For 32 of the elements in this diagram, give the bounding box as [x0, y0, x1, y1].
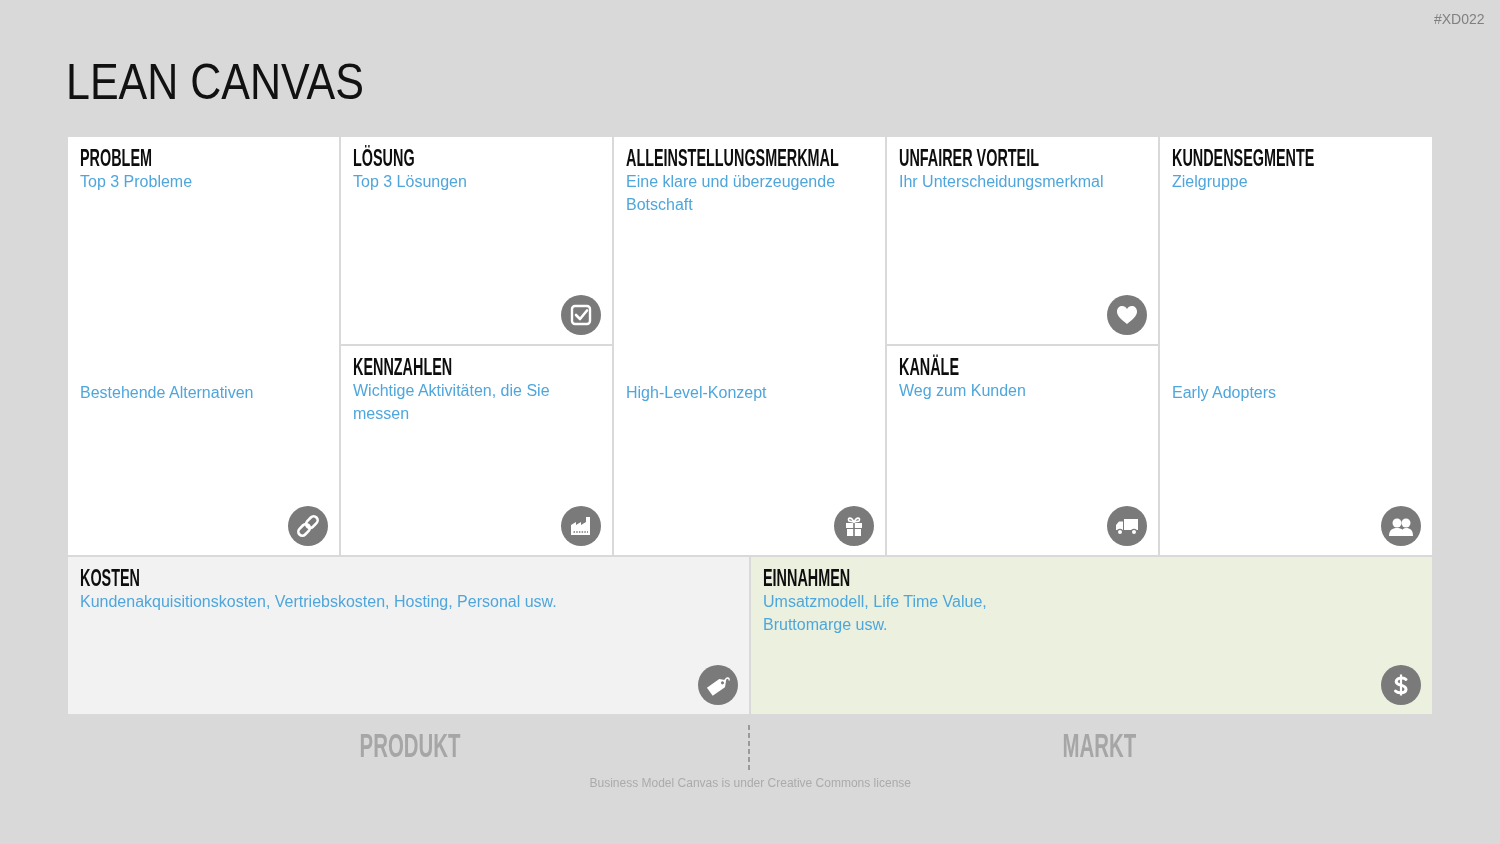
section-prompt: Top 3 Lösungen: [353, 172, 468, 192]
canvas-section: [341, 346, 612, 555]
section-prompt: Ihr Unterscheidungsmerkmal: [899, 172, 1105, 192]
canvas-section: [614, 137, 885, 555]
section-prompt: Bestehende Alternativen: [80, 383, 255, 403]
section-heading: KOSTEN: [80, 564, 140, 592]
section-prompt: High-Level-Konzept: [626, 383, 768, 403]
canvas-section: [887, 137, 1158, 344]
section-prompt: Early Adopters: [1172, 383, 1278, 403]
canvas-section: [341, 137, 612, 344]
section-heading: KUNDENSEGMENTE: [1172, 144, 1315, 172]
section-prompt: Kundenakquisitionskosten, Vertriebskosten, Hosting, Personal usw.: [80, 592, 558, 612]
slide-code: #XD022: [1434, 11, 1485, 28]
section-heading: KANÄLE: [899, 353, 959, 381]
section-prompt: Weg zum Kunden: [899, 381, 1027, 401]
section-prompt: Top 3 Probleme: [80, 172, 194, 192]
canvas-section: [887, 346, 1158, 555]
section-prompt: Umsatzmodell, Life Time Value, Bruttomarge usw.: [763, 592, 988, 635]
canvas-section: [751, 557, 1432, 714]
canvas-section: [68, 557, 749, 714]
section-prompt: Eine klare und überzeugende Botschaft: [626, 172, 837, 215]
section-heading: PROBLEM: [80, 144, 152, 172]
section-heading: UNFAIRER VORTEIL: [899, 144, 1039, 172]
canvas-section: [1160, 137, 1432, 555]
section-heading: LÖSUNG: [353, 144, 415, 172]
section-prompt: Zielgruppe: [1172, 172, 1249, 192]
canvas-section: [68, 137, 339, 555]
section-prompt: Wichtige Aktivitäten, die Sie messen: [353, 381, 551, 424]
slide-title: LEAN CANVAS: [66, 54, 364, 110]
section-heading: ALLEINSTELLUNGSMERKMAL: [626, 144, 839, 172]
section-heading: EINNAHMEN: [763, 564, 851, 592]
section-heading: KENNZAHLEN: [353, 353, 453, 381]
